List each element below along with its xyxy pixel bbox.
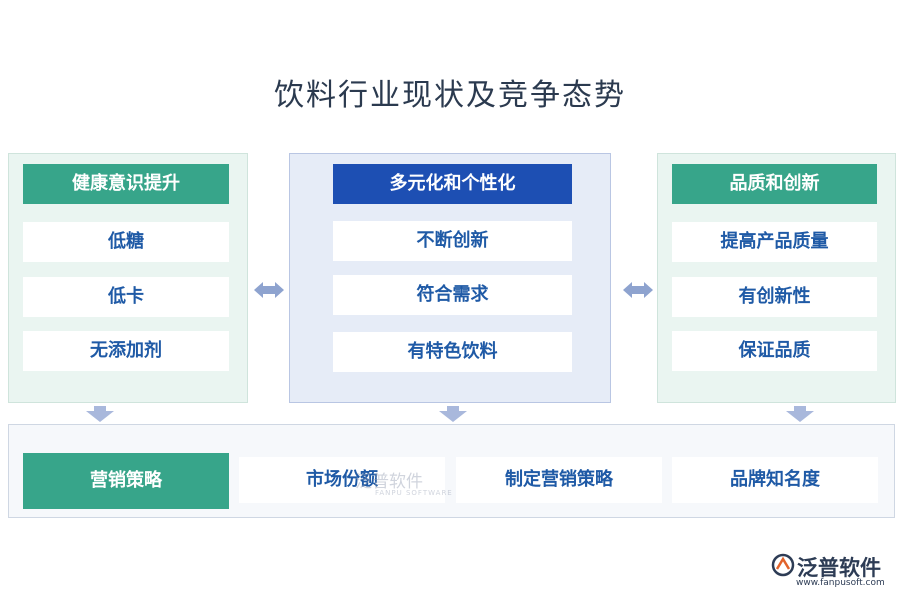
- watermark-text: 泛普软件: [355, 472, 423, 492]
- bottom-item-2: 制定营销策略: [456, 457, 662, 503]
- down-arrow-center: [439, 406, 467, 422]
- double-arrow-center-right: [623, 282, 653, 298]
- center-header: 多元化和个性化: [333, 164, 572, 204]
- center-item-3: 有特色饮料: [333, 332, 572, 372]
- down-arrow-left: [86, 406, 114, 422]
- double-arrow-left-center: [254, 282, 284, 298]
- right-item-2: 有创新性: [672, 277, 877, 317]
- fanpu-logo-icon: [771, 553, 795, 577]
- left-item-3: 无添加剂: [23, 331, 229, 371]
- left-header: 健康意识提升: [23, 164, 229, 204]
- right-item-3: 保证品质: [672, 331, 877, 371]
- bottom-item-3: 品牌知名度: [672, 457, 878, 503]
- center-item-1: 不断创新: [333, 221, 572, 261]
- down-arrow-right: [786, 406, 814, 422]
- right-header: 品质和创新: [672, 164, 877, 204]
- bottom-header: 营销策略: [23, 453, 229, 509]
- left-item-1: 低糖: [23, 222, 229, 262]
- diagram-title: 饮料行业现状及竞争态势: [274, 78, 626, 113]
- watermark-subtext: FANPU SOFTWARE: [375, 489, 453, 497]
- logo-name: 泛普软件: [797, 556, 881, 580]
- right-item-1: 提高产品质量: [672, 222, 877, 262]
- logo-url[interactable]: www.fanpusoft.com: [796, 578, 885, 588]
- bottom-item-1: 市场份额: [239, 457, 445, 503]
- center-item-2: 符合需求: [333, 275, 572, 315]
- left-item-2: 低卡: [23, 277, 229, 317]
